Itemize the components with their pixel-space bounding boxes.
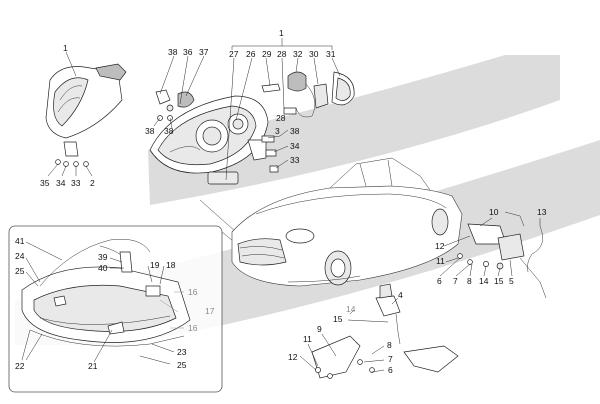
callout-14-center: 14 bbox=[346, 304, 356, 314]
callout-33-left: 33 bbox=[71, 178, 81, 188]
callout-34-mid: 34 bbox=[290, 141, 300, 151]
callout-8-right: 8 bbox=[467, 276, 472, 286]
background-band-upper bbox=[148, 55, 560, 205]
callout-38-c: 38 bbox=[164, 126, 174, 136]
callout-10: 10 bbox=[489, 207, 499, 217]
leader-lines bbox=[21, 38, 541, 373]
callout-7-right: 7 bbox=[453, 276, 458, 286]
callout-5: 5 bbox=[509, 276, 514, 286]
headlamp-main-unit bbox=[149, 95, 269, 185]
callout-21: 21 bbox=[88, 361, 98, 371]
bulb-and-socket-parts bbox=[261, 71, 355, 173]
callout-38-d: 38 bbox=[290, 126, 300, 136]
callout-31: 31 bbox=[326, 49, 336, 59]
callout-38-a: 38 bbox=[168, 47, 178, 57]
car-body-outline bbox=[231, 157, 463, 287]
callout-3: 3 bbox=[275, 126, 280, 136]
callout-36: 36 bbox=[183, 47, 193, 57]
callout-1-left: 1 bbox=[63, 43, 68, 53]
callout-24: 24 bbox=[15, 251, 25, 261]
callout-29: 29 bbox=[262, 49, 272, 59]
callout-25-bottom: 25 bbox=[177, 360, 187, 370]
callout-2: 2 bbox=[90, 178, 95, 188]
callout-14-right: 14 bbox=[479, 276, 489, 286]
front-bumper-detail bbox=[21, 239, 191, 347]
callout-25-left: 25 bbox=[15, 266, 25, 276]
callout-27: 27 bbox=[229, 49, 239, 59]
headlamp-side-view bbox=[45, 63, 127, 157]
callout-35: 35 bbox=[40, 178, 50, 188]
callout-7-bottom: 7 bbox=[388, 354, 393, 364]
callout-38-b: 38 bbox=[145, 126, 155, 136]
callout-37: 37 bbox=[199, 47, 209, 57]
callout-11-bottom: 11 bbox=[303, 334, 312, 344]
levelling-sensor-parts bbox=[311, 283, 459, 379]
callout-33-mid: 33 bbox=[290, 155, 300, 165]
washer-module-parts bbox=[457, 211, 547, 299]
callout-17: 17 bbox=[205, 306, 215, 316]
callout-13: 13 bbox=[537, 207, 547, 217]
callout-39: 39 bbox=[98, 252, 108, 262]
callout-22: 22 bbox=[15, 361, 25, 371]
callout-32: 32 bbox=[293, 49, 303, 59]
callout-6-right: 6 bbox=[437, 276, 442, 286]
callout-12-bottom: 12 bbox=[288, 352, 298, 362]
callout-11-right: 11 bbox=[436, 256, 445, 266]
callout-19: 19 bbox=[150, 260, 160, 270]
callout-9: 9 bbox=[317, 324, 322, 334]
callout-1-top: 1 bbox=[279, 28, 284, 38]
callout-15-right: 15 bbox=[494, 276, 504, 286]
callout-6-bottom: 6 bbox=[388, 365, 393, 375]
headlamp-fasteners bbox=[155, 89, 195, 121]
callout-4: 4 bbox=[398, 290, 403, 300]
callout-18: 18 bbox=[166, 260, 176, 270]
callout-34-left: 34 bbox=[56, 178, 66, 188]
callout-40: 40 bbox=[98, 263, 108, 273]
callout-labels: 1 1 27 26 29 28 32 30 31 38 36 37 38 38 … bbox=[15, 28, 547, 375]
callout-28-top: 28 bbox=[277, 49, 287, 59]
callout-12-right: 12 bbox=[435, 241, 445, 251]
callout-16-b: 16 bbox=[188, 323, 198, 333]
callout-28-mid: 28 bbox=[276, 113, 286, 123]
callout-23: 23 bbox=[177, 347, 187, 357]
callout-8-bottom: 8 bbox=[387, 340, 392, 350]
callout-26: 26 bbox=[246, 49, 256, 59]
callout-15-center: 15 bbox=[333, 314, 343, 324]
bracket-screws-left bbox=[55, 159, 89, 167]
callout-41: 41 bbox=[15, 236, 25, 246]
callout-16-a: 16 bbox=[188, 287, 198, 297]
callout-30: 30 bbox=[309, 49, 319, 59]
